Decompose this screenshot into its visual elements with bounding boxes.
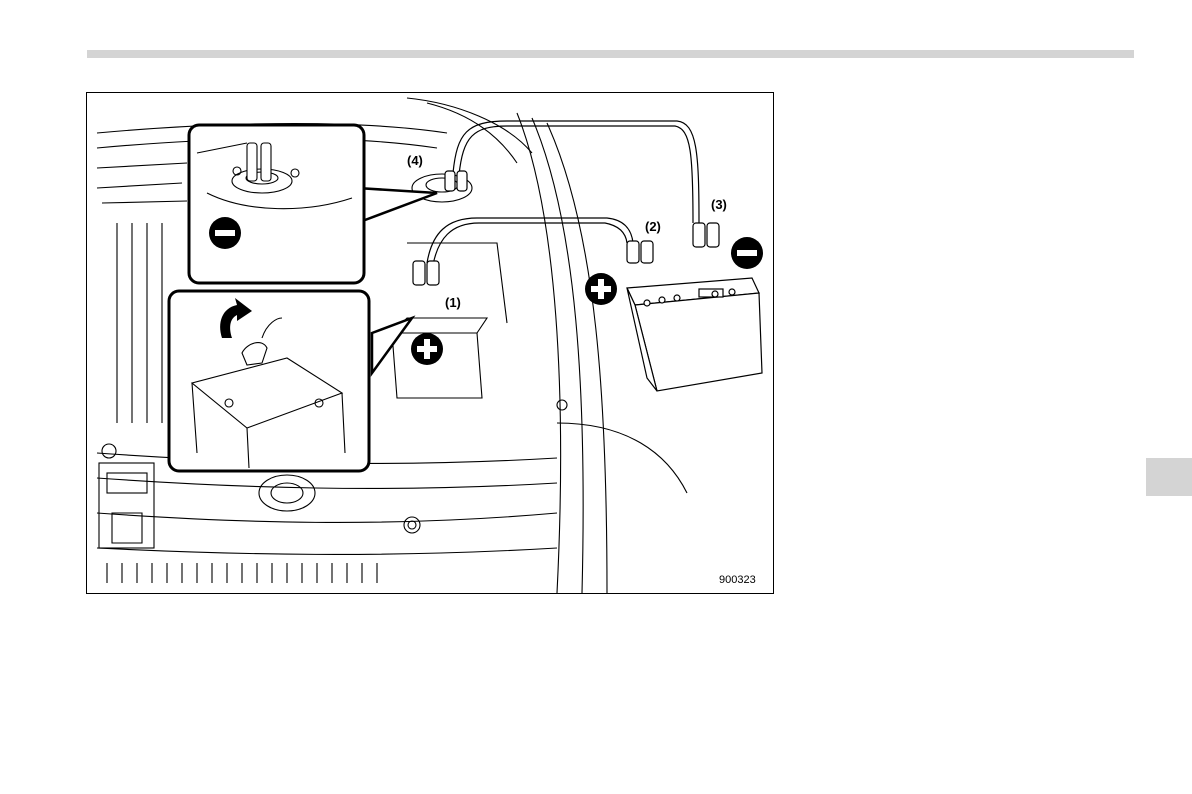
figure-number: 900323	[719, 574, 756, 586]
positive-symbol-booster	[585, 273, 617, 305]
inset-ground-point	[189, 125, 437, 283]
inset-battery-terminal	[169, 291, 412, 471]
clamps	[413, 171, 719, 285]
callout-4: (4)	[407, 153, 423, 168]
callout-3: (3)	[711, 197, 727, 212]
negative-symbol-inset	[209, 217, 241, 249]
callout-2: (2)	[645, 219, 661, 234]
positive-symbol-battery	[411, 333, 443, 365]
callout-1: (1)	[445, 295, 461, 310]
booster-battery	[627, 278, 762, 391]
illustration-svg: (4) (2) (3) (1) 900323	[87, 93, 774, 594]
section-tab	[1146, 458, 1192, 496]
negative-symbol-booster	[731, 237, 763, 269]
header-rule	[87, 50, 1134, 58]
jump-start-illustration: (4) (2) (3) (1) 900323	[86, 92, 774, 594]
